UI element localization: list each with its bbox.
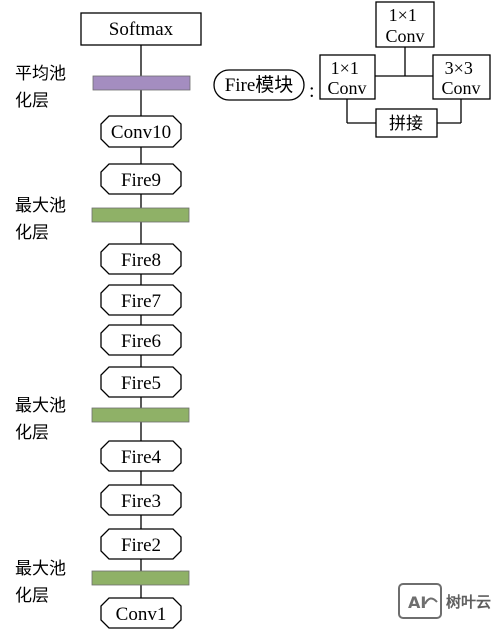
svg-text:最大池 化层: 最大池 化层 bbox=[15, 559, 71, 606]
max-pool-bar-bottom bbox=[91, 570, 190, 586]
avg-pool-label-line1: 平均池 bbox=[15, 64, 66, 84]
legend-right-conv-op: Conv bbox=[441, 78, 480, 98]
svg-text:平均池 化层: 平均池 化层 bbox=[15, 64, 71, 111]
max-pool-top-label-line2: 化层 bbox=[15, 223, 49, 243]
legend-left-conv-size: 1×1 bbox=[331, 58, 359, 78]
svg-text:最大池 化层: 最大池 化层 bbox=[15, 196, 71, 243]
max-pool-bar-top bbox=[91, 207, 190, 223]
svg-text:最大池 化层: 最大池 化层 bbox=[15, 396, 71, 443]
svg-text:1×1 Conv: 1×1 Conv bbox=[327, 58, 366, 98]
max-pool-layer-middle: 最大池 化层 bbox=[15, 396, 190, 443]
watermark-logo-text: AI bbox=[408, 593, 426, 612]
watermark-brand: 树叶云 bbox=[446, 593, 491, 611]
fire9-node: Fire9 bbox=[100, 163, 182, 195]
max-pool-layer-bottom: 最大池 化层 bbox=[15, 559, 190, 606]
fire8-node: Fire8 bbox=[100, 243, 182, 275]
fire7-label: Fire7 bbox=[121, 291, 161, 312]
conv10-label: Conv10 bbox=[111, 122, 171, 143]
fire6-label: Fire6 bbox=[121, 331, 161, 352]
fire-module-title: Fire模块 bbox=[225, 74, 294, 96]
avg-pool-bar bbox=[92, 75, 191, 91]
avg-pool-label-line2: 化层 bbox=[15, 91, 49, 111]
legend-left-conv-box bbox=[319, 54, 376, 100]
fire-module-title-box bbox=[213, 69, 305, 101]
conv1-node: Conv1 bbox=[100, 597, 182, 629]
fire-module-colon: : bbox=[309, 80, 315, 102]
fire4-node: Fire4 bbox=[100, 440, 182, 472]
legend-top-conv-box bbox=[375, 1, 435, 48]
fire2-node: Fire2 bbox=[100, 528, 182, 560]
svg-text:3×3 Conv: 3×3 Conv bbox=[441, 58, 480, 98]
legend-left-conv-op: Conv bbox=[327, 78, 366, 98]
watermark: AI 树叶云 bbox=[398, 583, 491, 619]
fire-module-legend: Fire模块 : 1×1 Conv 1×1 Conv 3×3 Conv 拼接 bbox=[213, 1, 491, 138]
fire9-label: Fire9 bbox=[121, 170, 161, 191]
fire7-node: Fire7 bbox=[100, 284, 182, 316]
conv10-node: Conv10 bbox=[100, 115, 182, 148]
legend-right-conv-box bbox=[432, 54, 491, 100]
fire5-label: Fire5 bbox=[121, 373, 161, 394]
watermark-logo-wave bbox=[424, 597, 438, 605]
max-pool-layer-top: 最大池 化层 bbox=[15, 196, 190, 243]
fire8-label: Fire8 bbox=[121, 250, 161, 271]
max-pool-mid-label-line2: 化层 bbox=[15, 423, 49, 443]
legend-right-conv-size: 3×3 bbox=[445, 58, 473, 78]
legend-top-conv-op: Conv bbox=[385, 26, 424, 46]
max-pool-bottom-label-line1: 最大池 bbox=[15, 559, 66, 579]
conv1-label: Conv1 bbox=[116, 604, 167, 625]
legend-concat-box bbox=[375, 108, 438, 138]
softmax-label: Softmax bbox=[109, 19, 174, 40]
watermark-logo-box bbox=[398, 583, 442, 619]
fire4-label: Fire4 bbox=[121, 447, 162, 468]
avg-pool-layer: 平均池 化层 bbox=[15, 64, 191, 111]
legend-concat-label: 拼接 bbox=[389, 114, 423, 134]
svg-text:1×1 Conv: 1×1 Conv bbox=[385, 5, 424, 46]
fire5-node: Fire5 bbox=[100, 366, 182, 398]
max-pool-bar-middle bbox=[91, 407, 190, 423]
fire3-label: Fire3 bbox=[121, 491, 161, 512]
legend-top-conv-size: 1×1 bbox=[389, 5, 417, 25]
fire3-node: Fire3 bbox=[100, 484, 182, 516]
max-pool-top-label-line1: 最大池 bbox=[15, 196, 66, 216]
softmax-node: Softmax bbox=[80, 12, 202, 46]
fire2-label: Fire2 bbox=[121, 535, 161, 556]
max-pool-mid-label-line1: 最大池 bbox=[15, 396, 66, 416]
max-pool-bottom-label-line2: 化层 bbox=[15, 586, 49, 606]
fire6-node: Fire6 bbox=[100, 324, 182, 356]
